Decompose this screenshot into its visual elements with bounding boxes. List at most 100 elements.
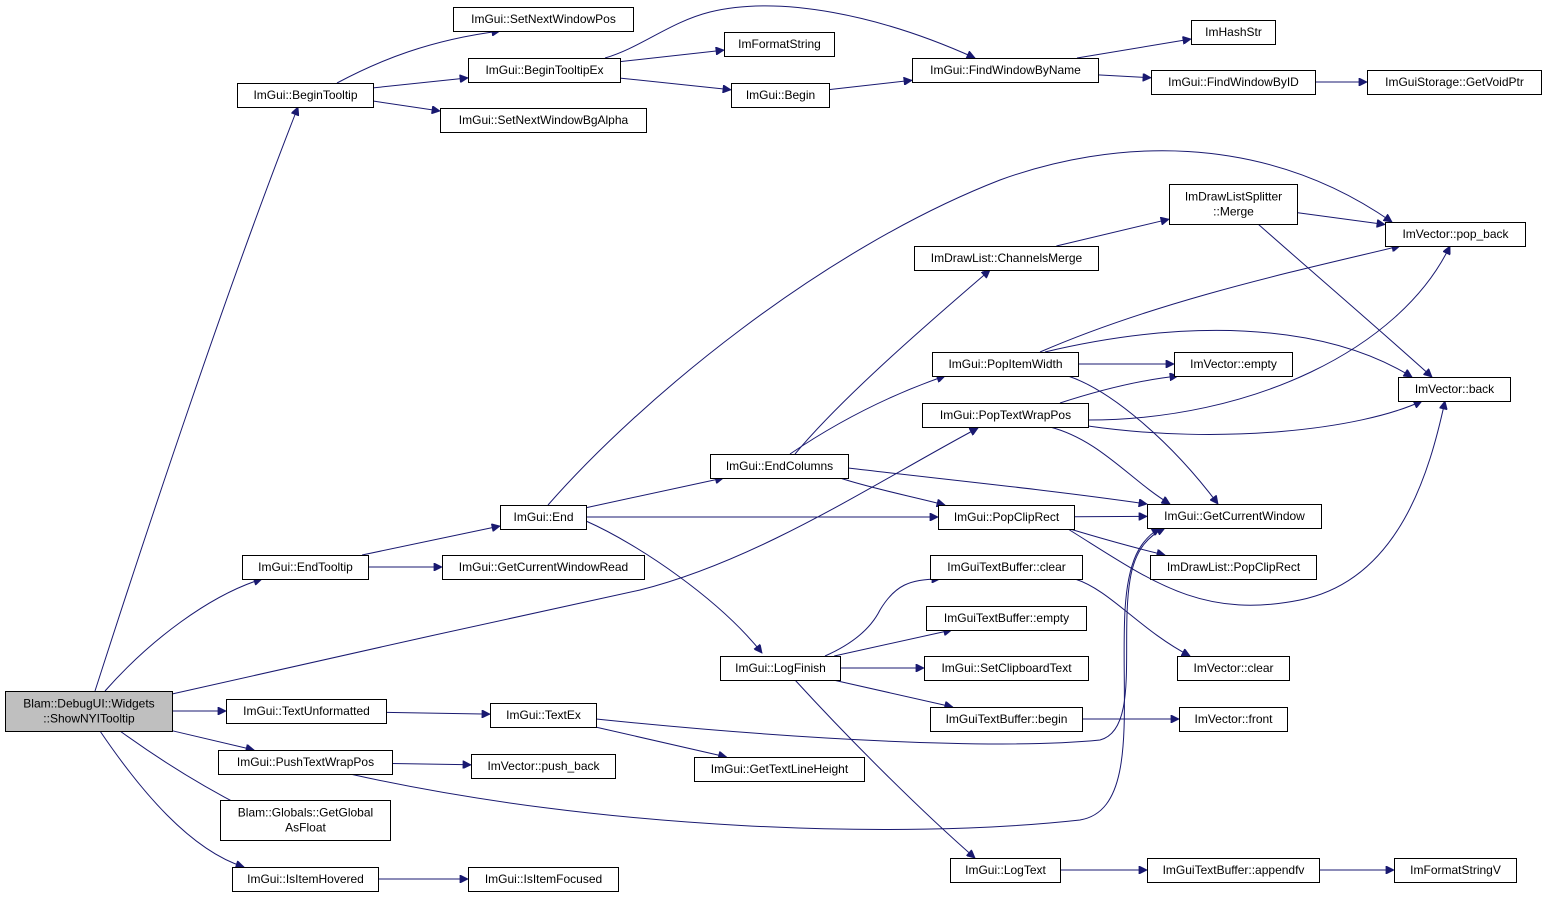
node-label: ImHashStr (1205, 25, 1262, 39)
node-label: ImGui::EndTooltip (258, 560, 353, 574)
node-label: ImGui::GetCurrentWindowRead (459, 560, 628, 574)
node-label: ImGui::PopClipRect (954, 510, 1060, 524)
node-label: ImVector::back (1415, 382, 1495, 396)
edge-begin-tooltip-to-set-next-window-bg-alpha (372, 100, 440, 111)
node-label: ImGui::FindWindowByID (1168, 75, 1299, 89)
node-box (724, 32, 835, 57)
node-label: ImGuiTextBuffer::appendfv (1163, 863, 1305, 877)
node-set-clipboard-text[interactable]: ImGui::SetClipboardText (924, 656, 1089, 681)
node-box (731, 83, 830, 108)
node-im-format-string-v[interactable]: ImFormatStringV (1394, 858, 1517, 883)
node-get-current-window[interactable]: ImGui::GetCurrentWindow (1147, 504, 1322, 529)
node-box (1191, 20, 1276, 45)
node-label: ImDrawListSplitter (1185, 190, 1282, 204)
node-box (914, 246, 1099, 271)
node-label: ImDrawList::PopClipRect (1167, 560, 1301, 574)
node-get-text-line-height[interactable]: ImGui::GetTextLineHeight (694, 757, 865, 782)
node-label: ImGui::BeginTooltip (253, 88, 357, 102)
node-label: ImGui::End (513, 510, 573, 524)
node-find-window-by-name[interactable]: ImGui::FindWindowByName (912, 58, 1099, 83)
node-is-item-hovered[interactable]: ImGui::IsItemHovered (232, 867, 379, 892)
node-imvector-push-back[interactable]: ImVector::push_back (471, 754, 616, 779)
node-box (720, 656, 841, 681)
node-imvector-clear[interactable]: ImVector::clear (1177, 656, 1290, 681)
node-get-void-ptr[interactable]: ImGuiStorage::GetVoidPtr (1367, 70, 1542, 95)
node-text-ex[interactable]: ImGui::TextEx (490, 703, 597, 728)
node-textbuffer-begin[interactable]: ImGuiTextBuffer::begin (930, 707, 1083, 732)
node-label: ImGuiTextBuffer::empty (944, 611, 1069, 625)
node-label: ImFormatString (738, 37, 821, 51)
node-textbuffer-clear[interactable]: ImGuiTextBuffer::clear (930, 555, 1083, 580)
node-is-item-focused[interactable]: ImGui::IsItemFocused (468, 867, 619, 892)
node-root[interactable]: Blam::DebugUI::Widgets::ShowNYITooltip (5, 691, 173, 732)
node-label: ImVector::front (1194, 712, 1273, 726)
node-box (471, 754, 616, 779)
node-im-format-string[interactable]: ImFormatString (724, 32, 835, 57)
node-box (932, 352, 1079, 377)
node-imvector-back[interactable]: ImVector::back (1398, 377, 1511, 402)
node-box (490, 703, 597, 728)
node-box (218, 750, 393, 775)
node-end[interactable]: ImGui::End (500, 505, 587, 530)
node-imvector-front[interactable]: ImVector::front (1179, 707, 1288, 732)
node-pop-text-wrap-pos[interactable]: ImGui::PopTextWrapPos (922, 403, 1089, 428)
edge-root-to-push-text-wrap-pos (171, 730, 254, 750)
node-label: ::ShowNYITooltip (43, 712, 135, 726)
node-label: ImGui::TextEx (506, 708, 581, 722)
node-label: ImGui::FindWindowByName (930, 63, 1081, 77)
node-imvector-empty[interactable]: ImVector::empty (1174, 352, 1293, 377)
node-label: ImGui::GetTextLineHeight (711, 762, 849, 776)
node-imgui-begin[interactable]: ImGui::Begin (731, 83, 830, 108)
node-label: ImFormatStringV (1410, 863, 1501, 877)
node-pop-item-width[interactable]: ImGui::PopItemWidth (932, 352, 1079, 377)
node-box (1394, 858, 1517, 883)
node-set-next-window-pos[interactable]: ImGui::SetNextWindowPos (453, 7, 634, 32)
node-drawlist-pop-clip-rect[interactable]: ImDrawList::PopClipRect (1150, 555, 1317, 580)
edge-end-columns-to-pop-item-width (789, 376, 945, 455)
node-log-finish[interactable]: ImGui::LogFinish (720, 656, 841, 681)
node-box (1150, 555, 1317, 580)
node-push-text-wrap-pos[interactable]: ImGui::PushTextWrapPos (218, 750, 393, 775)
edge-channels-merge-to-splitter-merge (1056, 219, 1169, 247)
edge-log-finish-to-log-text (794, 679, 975, 858)
node-splitter-merge[interactable]: ImDrawListSplitter::Merge (1169, 184, 1298, 225)
edge-pop-item-width-to-imvector-back (1044, 330, 1412, 377)
edge-splitter-merge-to-imvector-pop-back (1296, 212, 1385, 225)
node-box (710, 454, 849, 479)
edge-pop-clip-rect-to-drawlist-pop-clip-rect (1069, 528, 1165, 555)
node-box (232, 867, 379, 892)
node-pop-clip-rect[interactable]: ImGui::PopClipRect (938, 505, 1075, 530)
node-textbuffer-empty[interactable]: ImGuiTextBuffer::empty (926, 606, 1087, 631)
edge-pop-text-wrap-pos-to-imvector-back (1087, 401, 1422, 435)
node-begin-tooltip[interactable]: ImGui::BeginTooltip (237, 83, 374, 108)
node-label: ImGui::SetNextWindowBgAlpha (459, 113, 629, 127)
node-get-current-window-read[interactable]: ImGui::GetCurrentWindowRead (442, 555, 645, 580)
node-end-tooltip[interactable]: ImGui::EndTooltip (242, 555, 369, 580)
node-find-window-by-id[interactable]: ImGui::FindWindowByID (1151, 70, 1316, 95)
node-label: ImVector::empty (1190, 357, 1277, 371)
node-label: ImGui::PopItemWidth (948, 357, 1062, 371)
node-imvector-pop-back[interactable]: ImVector::pop_back (1385, 222, 1526, 247)
node-label: ImGuiStorage::GetVoidPtr (1385, 75, 1524, 89)
node-label: Blam::DebugUI::Widgets (23, 697, 154, 711)
edge-imgui-begin-to-find-window-by-name (828, 80, 912, 91)
node-label: ImGui::LogFinish (735, 661, 826, 675)
node-end-columns[interactable]: ImGui::EndColumns (710, 454, 849, 479)
node-box (220, 800, 391, 841)
node-im-hash-str[interactable]: ImHashStr (1191, 20, 1276, 45)
node-log-text[interactable]: ImGui::LogText (950, 858, 1061, 883)
node-channels-merge[interactable]: ImDrawList::ChannelsMerge (914, 246, 1099, 271)
edge-pop-text-wrap-pos-to-imvector-empty (1059, 376, 1178, 404)
edge-log-finish-to-textbuffer-clear (824, 579, 940, 657)
edge-find-window-by-name-to-im-hash-str (1076, 39, 1191, 59)
edge-pop-item-width-to-get-current-window (1067, 375, 1218, 504)
node-box (938, 505, 1075, 530)
edge-end-to-end-columns (585, 478, 724, 509)
node-begin-tooltip-ex[interactable]: ImGui::BeginTooltipEx (468, 58, 621, 83)
node-text-unformatted[interactable]: ImGui::TextUnformatted (226, 699, 387, 724)
node-set-next-window-bg-alpha[interactable]: ImGui::SetNextWindowBgAlpha (440, 108, 647, 133)
node-textbuffer-appendfv[interactable]: ImGuiTextBuffer::appendfv (1147, 858, 1320, 883)
node-label: ImDrawList::ChannelsMerge (931, 251, 1083, 265)
node-label: ImGui::EndColumns (726, 459, 833, 473)
